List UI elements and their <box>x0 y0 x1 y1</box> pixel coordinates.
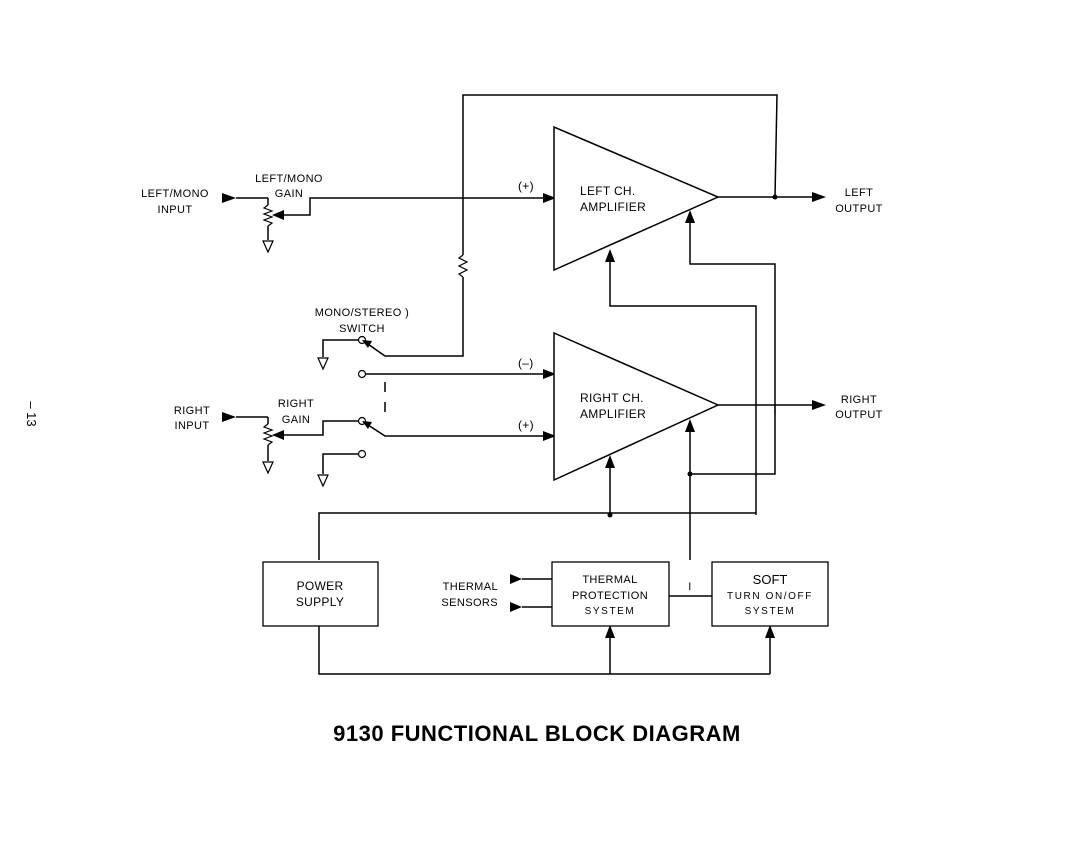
left-mono-input-group: LEFT/MONO INPUT LEFT/MONO GAIN <box>141 173 556 254</box>
left-amplifier-label-2: AMPLIFIER <box>580 200 646 214</box>
right-gain-label-1: RIGHT <box>278 398 314 410</box>
left-wiper-arrow <box>272 210 284 220</box>
right-gain-label-2: GAIN <box>282 414 311 426</box>
switch-ground-icon <box>317 357 329 371</box>
thermal-protection-block: THERMAL PROTECTION SYSTEM <box>551 561 670 674</box>
left-mono-input-label-1: LEFT/MONO <box>141 188 209 200</box>
right-amplifier: RIGHT CH. AMPLIFIER RIGHT OUTPUT <box>553 331 883 482</box>
right-input-label-1: RIGHT <box>174 405 210 417</box>
left-ground-icon <box>262 240 274 254</box>
right-amp-minus-input: (–) <box>518 356 534 370</box>
page-number: – 13 <box>24 401 39 426</box>
thermal-sensors-group: THERMAL SENSORS <box>441 574 552 612</box>
feedback-loop <box>385 94 778 357</box>
link-between-blocks: I <box>669 581 712 597</box>
left-output-label-2: OUTPUT <box>835 203 883 215</box>
right-amplifier-triangle <box>553 331 720 482</box>
switch-label-1: MONO/STEREO ) <box>315 307 409 319</box>
right-gain-potentiometer <box>262 423 274 446</box>
link-mark: I <box>688 581 691 593</box>
diagram-title: 9130 FUNCTIONAL BLOCK DIAGRAM <box>333 721 741 746</box>
thermal-protection-label-3: SYSTEM <box>585 606 636 617</box>
soft-turn-label-1: SOFT <box>753 572 788 587</box>
feedback-resistor <box>457 254 469 278</box>
left-mono-gain-label-2: GAIN <box>275 188 304 200</box>
left-amplifier: LEFT CH. AMPLIFIER (+) LEFT OUTPUT <box>518 125 883 272</box>
lower-ground-icon <box>317 474 329 488</box>
mono-stereo-switch: MONO/STEREO ) SWITCH (–) (+) <box>315 307 556 488</box>
thermal-sensors-label-1: THERMAL <box>443 581 498 593</box>
left-output-label-1: LEFT <box>845 187 874 199</box>
power-supply-block: POWER SUPPLY <box>262 561 770 675</box>
left-gain-potentiometer <box>262 204 274 227</box>
right-input-arrow <box>222 412 236 422</box>
left-mono-gain-label-1: LEFT/MONO <box>255 173 323 185</box>
left-mono-input-label-2: INPUT <box>158 204 193 216</box>
soft-turn-on-off-block: SOFT TURN ON/OFF SYSTEM <box>711 561 829 674</box>
power-supply-label-1: POWER <box>297 579 344 593</box>
power-supply-label-2: SUPPLY <box>296 595 344 609</box>
right-amp-plus-input: (+) <box>518 418 534 432</box>
right-output-label-2: OUTPUT <box>835 409 883 421</box>
control-wiring <box>318 210 776 560</box>
right-output-arrow <box>812 400 826 410</box>
left-amp-plus-input: (+) <box>518 179 534 193</box>
right-input-group: RIGHT INPUT RIGHT GAIN <box>174 398 358 475</box>
right-wiper-arrow <box>272 430 284 440</box>
right-output-label-1: RIGHT <box>841 394 877 406</box>
left-input-arrow <box>222 193 236 203</box>
soft-turn-label-3: SYSTEM <box>745 606 796 617</box>
soft-turn-label-2: TURN ON/OFF <box>727 591 813 602</box>
left-output-arrow <box>812 192 826 202</box>
thermal-sensor-arrow-2 <box>510 602 522 612</box>
thermal-sensors-label-2: SENSORS <box>441 597 498 609</box>
switch-label-2: SWITCH <box>339 323 385 335</box>
thermal-sensor-arrow-1 <box>510 574 522 584</box>
right-ground-icon <box>262 461 274 475</box>
left-amplifier-triangle <box>553 125 720 272</box>
thermal-protection-label-2: PROTECTION <box>572 590 648 602</box>
right-input-label-2: INPUT <box>175 420 210 432</box>
left-amplifier-label-1: LEFT CH. <box>580 184 636 198</box>
right-amplifier-label-2: AMPLIFIER <box>580 407 646 421</box>
right-amplifier-label-1: RIGHT CH. <box>580 391 644 405</box>
thermal-protection-label-1: THERMAL <box>582 574 637 586</box>
